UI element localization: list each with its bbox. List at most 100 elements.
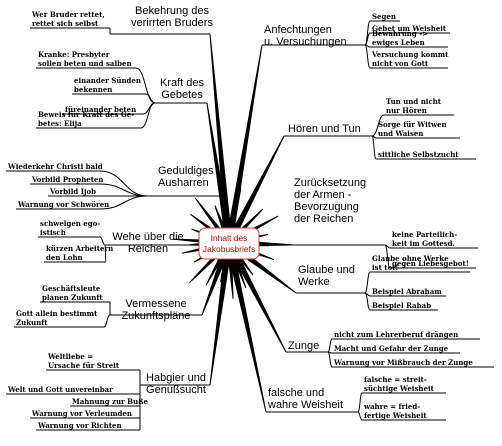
topic-anfechtungen-line-1[interactable]: u. Versuchungen xyxy=(264,36,347,48)
leaf-gebet-1-line-1: bekennen xyxy=(74,85,112,94)
leaf-connector-hoeren-0 xyxy=(371,114,385,137)
leaf-zunge-0-line-0: nicht zum Lehrerberuf drängen xyxy=(334,330,458,339)
leaf-anfechtungen-1-line-0: Gebet um Weisheit xyxy=(372,24,447,33)
topic-habgier-line-1[interactable]: Genußsucht xyxy=(146,384,206,396)
topic-armen-line-1[interactable]: der Armen - xyxy=(294,189,352,201)
topic-ausharren-line-0[interactable]: Geduldiges xyxy=(158,165,214,177)
leaf-reichen-0-line-1: istisch xyxy=(40,228,66,237)
leaf-reichen-1-line-1: den Lohn xyxy=(46,253,83,262)
leaf-connector-ausharren-0 xyxy=(99,170,149,197)
leaf-armen-1-line-0: gegen Liebesgebot! xyxy=(392,259,469,268)
leaf-gebet-3-line-1: betes: Elija xyxy=(38,119,82,128)
center-node[interactable]: Inhalt des Jakobusbriefs xyxy=(198,227,260,260)
leaf-connector-anfechtungen-3 xyxy=(364,44,371,69)
leaf-ausharren-2-line-0: Vorbild Ijob xyxy=(49,187,96,196)
leaf-hoeren-2-line-0: sittliche Selbstzucht xyxy=(378,150,459,159)
topic-anfechtungen-line-0[interactable]: Anfechtungen xyxy=(264,24,332,36)
leaf-hoeren-0-line-0: Tun und nicht xyxy=(386,97,442,106)
leaf-connector-weisheit-1 xyxy=(357,411,363,421)
leaf-glaube-1-line-0: Beispiel Abraham xyxy=(372,287,442,296)
topic-habgier-line-0[interactable]: Habgier und xyxy=(146,372,206,384)
leaf-anfechtungen-3-line-1: nicht von Gott xyxy=(372,59,429,68)
topic-reichen-line-1[interactable]: Reichen xyxy=(128,243,168,255)
topic-reichen-line-0[interactable]: Wehe über die xyxy=(112,231,183,243)
leaf-glaube-0-line-1: ist tot! xyxy=(372,263,398,272)
topic-zukunft-line-0[interactable]: Vermessene xyxy=(125,298,186,310)
leaf-connector-zunge-2 xyxy=(327,351,333,368)
leaf-reichen-1-line-0: kürzen Arbeitern xyxy=(46,244,113,253)
leaf-zukunft-0-line-0: Geschäftsleute xyxy=(42,284,101,293)
topic-bekehrung-line-0[interactable]: Bekehrung des xyxy=(135,5,209,17)
leaf-anfechtungen-2-line-0: Bewährung -> xyxy=(372,29,428,38)
leaf-zunge-2-line-0: Warnung vor Mißbrauch der Zunge xyxy=(333,358,473,367)
leaf-weisheit-1-line-0: wahre = fried- xyxy=(363,402,420,411)
leaf-weisheit-0-line-1: süchtige Weisheit xyxy=(364,384,435,393)
leaf-zukunft-1-line-1: Zukunft xyxy=(16,318,48,327)
leaf-zunge-1-line-0: Macht und Gefahr der Zunge xyxy=(334,344,449,353)
leaf-weisheit-0-line-0: falsche = streit- xyxy=(364,375,427,384)
leaf-reichen-0-line-0: schwelgen ego- xyxy=(40,219,100,228)
topic-weisheit-line-0[interactable]: falsche und xyxy=(268,387,324,399)
leaf-connector-gebet-0 xyxy=(135,67,156,104)
center-box xyxy=(198,227,260,260)
leaf-ausharren-1-line-0: Vorbild Propheten xyxy=(31,175,104,184)
leaf-connector-gebet-3 xyxy=(140,102,156,129)
leaf-connector-armen-1 xyxy=(384,244,391,269)
leaf-connector-zunge-0 xyxy=(327,338,333,353)
topic-gebet-line-0[interactable]: Kraft des xyxy=(160,77,205,89)
leaf-connector-reichen-0 xyxy=(99,236,106,246)
leaf-connector-glaube-0 xyxy=(364,271,371,294)
topic-weisheit-line-1[interactable]: wahre Weisheit xyxy=(267,399,343,411)
leaf-gebet-1-line-0: einander Sünden xyxy=(74,76,141,85)
leaf-habgier-0-line-1: Ursache für Streit xyxy=(48,361,120,370)
leaf-connector-glaube-2 xyxy=(364,292,371,311)
leaf-habgier-1-line-0: Welt und Gott unvereinbar xyxy=(7,385,113,394)
topic-gebet-line-1[interactable]: Gebetes xyxy=(161,89,203,101)
leaf-gebet-2-line-0: füreinander beten xyxy=(65,105,136,114)
connector-lines xyxy=(6,20,494,431)
leaf-glaube-0-line-0: Glaube ohne Werke xyxy=(372,254,449,263)
leaf-bekehrung-0-line-0: Wer Bruder rettet, xyxy=(31,10,105,19)
leaf-hoeren-1-line-0: Sorge für Witwen xyxy=(378,120,447,129)
leaf-habgier-0-line-0: Weltliebe = xyxy=(47,352,93,361)
topic-glaube-line-0[interactable]: Glaube und xyxy=(298,264,355,276)
center-title-line-2: Jakobusbriefs xyxy=(203,244,255,254)
leaf-hoeren-1-line-1: und Waisen xyxy=(378,129,423,138)
leaf-anfechtungen-0-line-0: Segen xyxy=(372,12,396,21)
topic-armen-line-0[interactable]: Zurücksetzung xyxy=(294,177,366,189)
leaf-glaube-2-line-0: Beispiel Rahab xyxy=(372,301,431,310)
topic-ausharren-line-1[interactable]: Ausharren xyxy=(158,177,209,189)
leaf-bekehrung-0-line-1: rettet sich selbst xyxy=(32,19,99,28)
leaf-connector-weisheit-0 xyxy=(357,392,363,413)
leaf-habgier-4-line-0: Warnung vor Richten xyxy=(37,421,122,430)
leaf-connector-zukunft-1 xyxy=(103,314,111,328)
topic-bekehrung-line-1[interactable]: verirrten Bruders xyxy=(131,17,213,29)
leaf-weisheit-1-line-1: fertige Weisheit xyxy=(364,411,427,420)
leaf-connector-reichen-1 xyxy=(104,244,107,263)
topic-zunge-line-0[interactable]: Zunge xyxy=(288,340,319,352)
topic-hoeren-line-0[interactable]: Hören und Tun xyxy=(288,123,361,135)
topic-armen-line-3[interactable]: der Reichen xyxy=(294,213,353,225)
topic-armen-line-2[interactable]: Bevorzugung xyxy=(294,201,359,213)
leaf-gebet-0-line-1: sollen beten und salben xyxy=(38,59,132,68)
leaf-anfechtungen-2-line-1: ewiges Leben xyxy=(372,38,425,47)
leaf-anfechtungen-3-line-0: Versuchung kommt xyxy=(371,50,449,59)
topic-glaube-line-1[interactable]: Werke xyxy=(298,276,330,288)
leaf-armen-0-line-1: keit im Gottesd. xyxy=(392,239,455,248)
topic-zukunft-line-1[interactable]: Zukunftspläne xyxy=(121,310,190,322)
leaf-gebet-0-line-0: Kranke: Presbyter xyxy=(38,50,110,59)
leaf-connector-ausharren-1 xyxy=(99,183,149,197)
leaf-armen-0-line-0: keine Parteilich- xyxy=(392,230,457,239)
center-title-line-1: Inhalt des xyxy=(211,233,248,243)
leaf-gebet-3-line-0: Beweis für Kraft des Ge- xyxy=(38,110,134,119)
leaf-ausharren-0-line-0: Wiederkehr Christi bald xyxy=(7,162,103,171)
leaf-habgier-2-line-0: Mahnung zur Buße xyxy=(72,397,148,406)
leaf-connector-ausharren-3 xyxy=(99,195,149,210)
leaf-zukunft-0-line-1: planen Zukunft xyxy=(42,293,103,302)
leaf-connector-hoeren-2 xyxy=(371,135,377,160)
leaf-zukunft-1-line-0: Gott allein bestimmt xyxy=(16,309,98,318)
leaf-connector-gebet-1 xyxy=(145,93,156,104)
leaf-ausharren-3-line-0: Warnung vor Schwören xyxy=(17,200,109,209)
